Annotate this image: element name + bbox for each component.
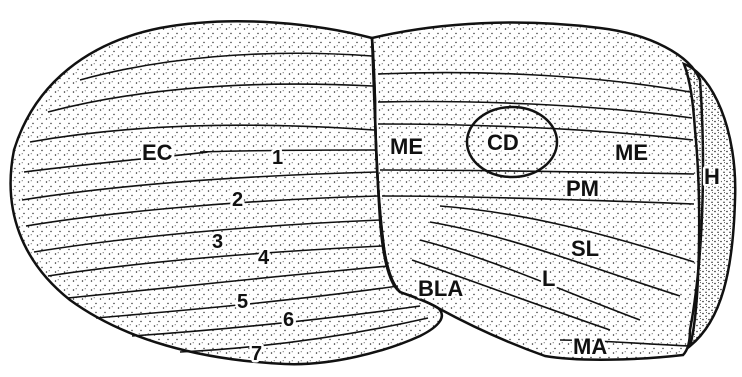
label-1: 1 bbox=[272, 147, 283, 169]
label-bla: BLA bbox=[418, 276, 463, 301]
label-3: 3 bbox=[212, 231, 223, 253]
label-cd: CD bbox=[487, 130, 519, 155]
label-sl: SL bbox=[571, 236, 599, 261]
label-me-left: ME bbox=[390, 134, 423, 159]
label-l: L bbox=[542, 266, 555, 291]
label-2: 2 bbox=[232, 189, 243, 211]
label-ec: EC bbox=[142, 140, 173, 165]
label-me-right: ME bbox=[615, 140, 648, 165]
label-4: 4 bbox=[258, 247, 270, 269]
label-5: 5 bbox=[237, 291, 248, 313]
label-6: 6 bbox=[283, 309, 294, 331]
label-ma: MA bbox=[573, 334, 607, 359]
label-7: 7 bbox=[251, 343, 262, 365]
label-h: H bbox=[704, 164, 720, 189]
label-pm: PM bbox=[566, 176, 599, 201]
